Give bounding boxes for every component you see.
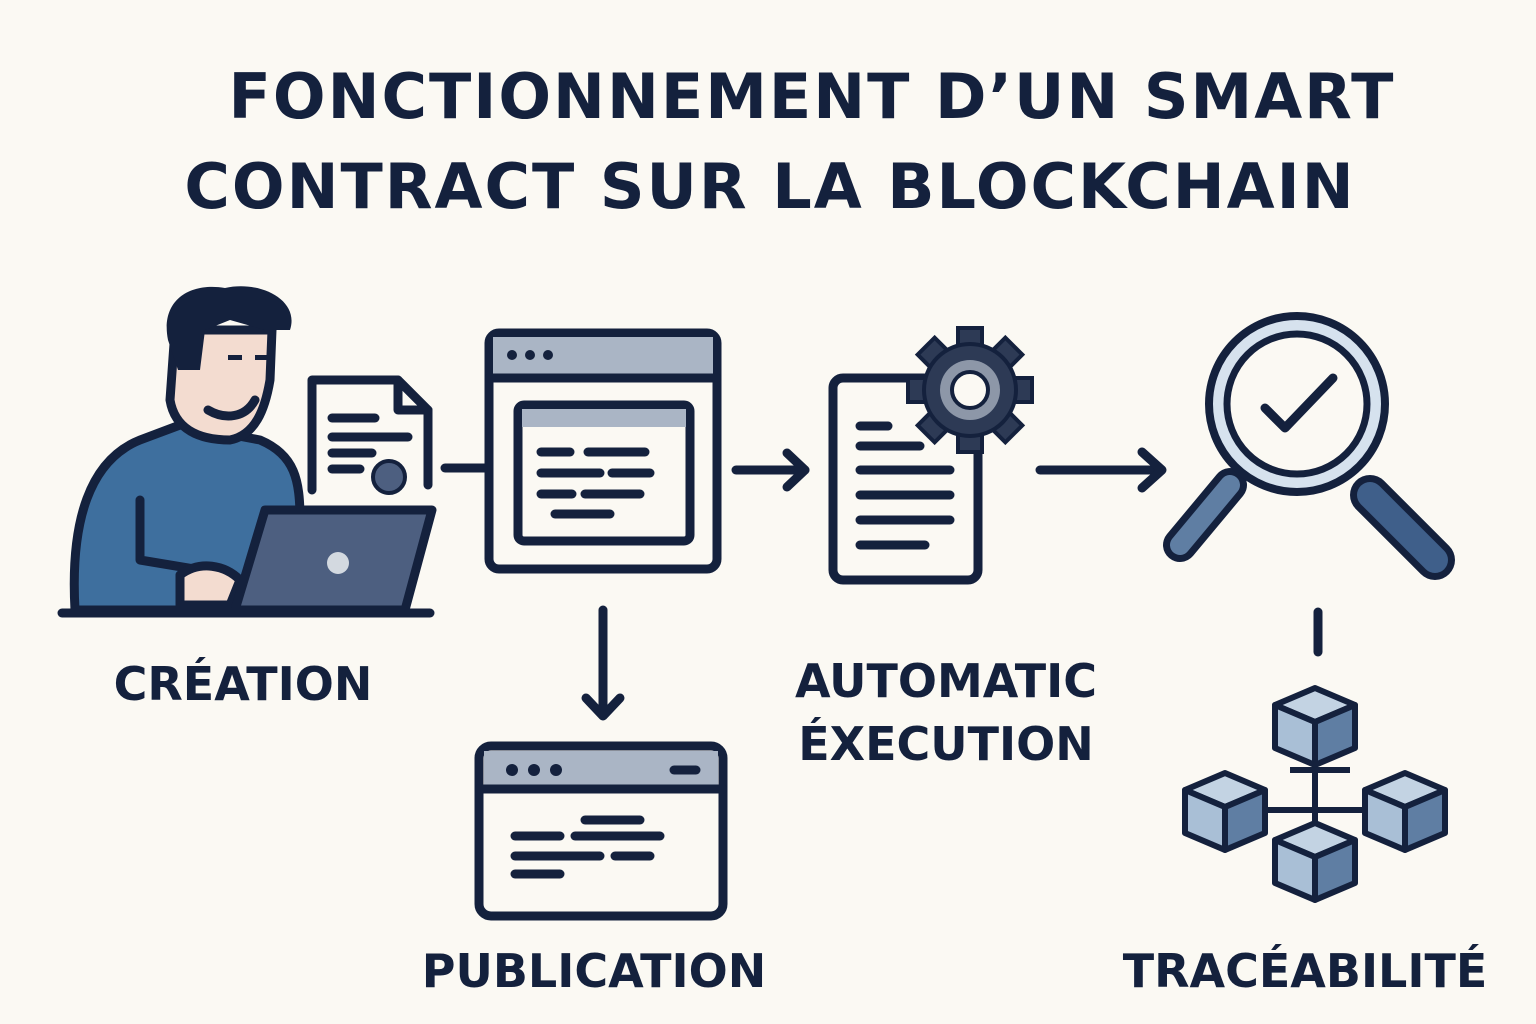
title-line-1: FONCTIONNEMENT D’UN SMART [229,60,1396,133]
step-label-tracabilite: TRACÉABILITÉ [1123,944,1488,998]
document-gear-icon [828,326,1034,585]
step-label-execution-line-1: AUTOMATIC [795,654,1097,708]
browser-window-icon [484,328,722,574]
arrow-right-icon [731,448,810,492]
magnifier-check-icon [1163,312,1455,580]
step-label-execution-line-2: ÉXECUTION [798,717,1094,771]
arrow-down-icon [581,605,625,721]
arrow-right-icon [1035,447,1167,493]
step-label-publication: PUBLICATION [422,944,766,998]
person-laptop-icon [57,286,437,618]
published-window-icon [474,741,728,921]
title-line-2: CONTRACT SUR LA BLOCKCHAIN [184,150,1355,223]
step-label-creation: CRÉATION [114,657,373,711]
contract-document-icon [307,375,433,495]
blockchain-cubes-icon [1185,685,1445,900]
